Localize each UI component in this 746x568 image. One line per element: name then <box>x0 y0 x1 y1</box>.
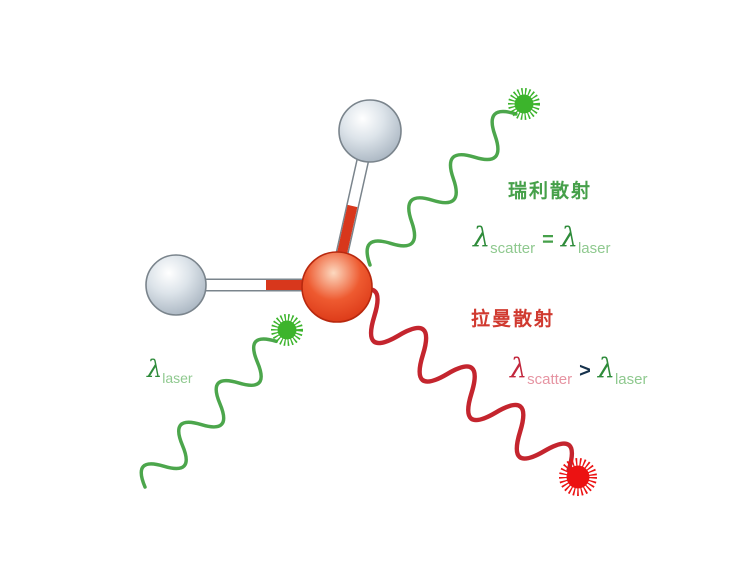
incident-photon-burst-icon <box>271 314 303 346</box>
bond-top <box>334 153 371 260</box>
atom-gray-left <box>145 254 207 316</box>
incident-laser-wave <box>139 337 278 489</box>
raman-formula: λscatter>λlaser <box>509 353 647 388</box>
rayleigh-title: 瑞利散射 <box>508 179 592 202</box>
raman-photon-burst-icon <box>559 458 597 496</box>
raman-title: 拉曼散射 <box>471 307 555 330</box>
incident-laser-label: λlaser <box>146 355 193 386</box>
rayleigh-scattered-wave <box>365 109 518 267</box>
rayleigh-photon-burst-icon <box>508 88 540 120</box>
raman-scattered-wave <box>347 287 575 473</box>
rayleigh-formula: λscatter=λlaser <box>472 222 610 257</box>
atom-red-center <box>301 251 373 323</box>
atom-gray-top <box>338 99 402 163</box>
